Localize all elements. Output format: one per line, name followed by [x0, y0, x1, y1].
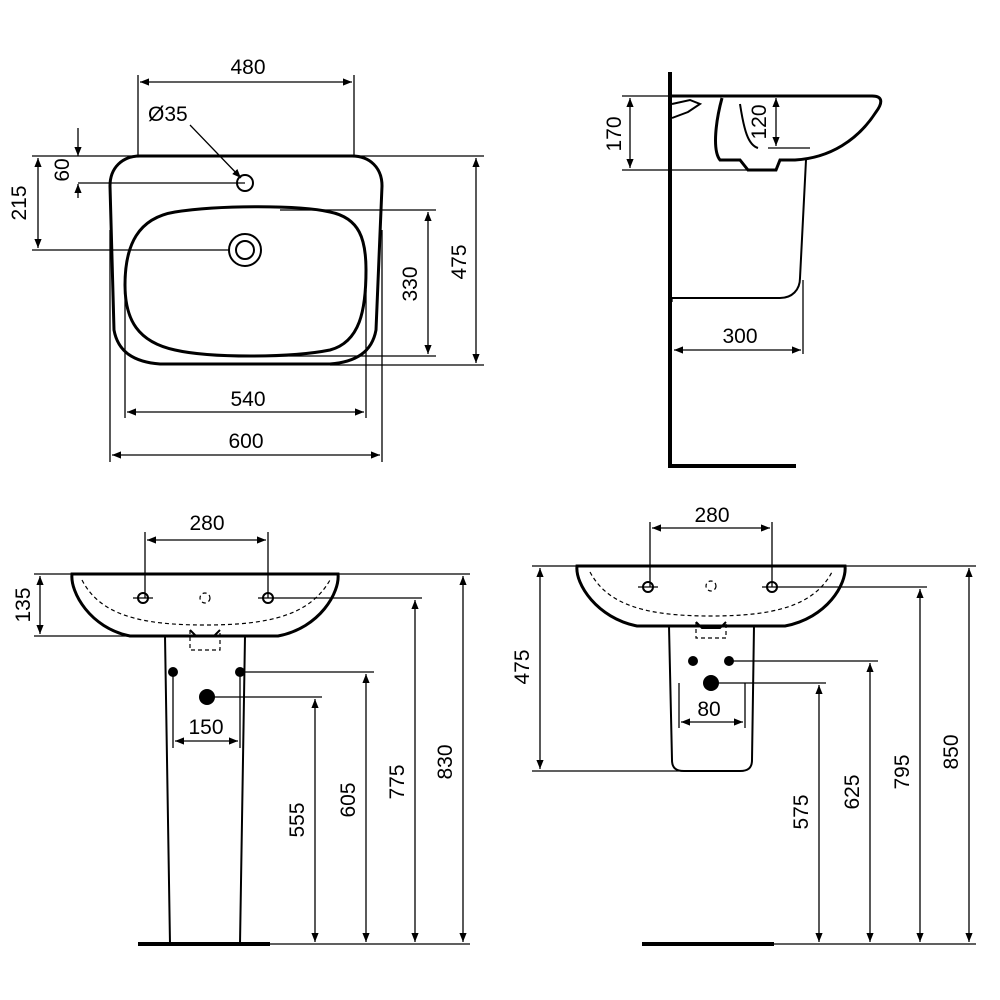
trap-box [189, 630, 221, 651]
basin-front-inner [81, 579, 331, 626]
dim-80-label: 80 [697, 698, 720, 721]
top-view: 480 Ø35 60 215 330 475 540 600 [8, 56, 484, 462]
basin-side-profile [672, 94, 883, 172]
dim-850-label: 850 [940, 734, 963, 769]
basin-outline [108, 154, 384, 366]
dim-120-label: 120 [748, 104, 771, 139]
dim-475-label: 475 [448, 244, 471, 279]
basin-side-back [671, 98, 703, 119]
bolt-hole-left-2 [638, 581, 658, 593]
dim-775-label: 775 [386, 764, 409, 799]
dim-dia35-label: Ø35 [148, 103, 188, 126]
dim-540-label: 540 [230, 388, 265, 411]
pedestal-side [672, 159, 807, 299]
basin-front [70, 572, 340, 638]
pedestal-column [164, 635, 246, 945]
dim-135-label: 135 [12, 587, 35, 622]
dim-830-label: 830 [434, 744, 457, 779]
dim-300-label: 300 [722, 325, 757, 348]
waste-outer [228, 233, 262, 267]
dim-475-label-b: 475 [511, 649, 534, 684]
front-view-semi-pedestal: 280 475 80 575 625 795 850 [511, 504, 976, 946]
tap-hole-front [199, 592, 211, 604]
bolt-hole-left [133, 592, 153, 604]
dim-215-label: 215 [8, 185, 31, 220]
dim-280-label-a: 280 [189, 512, 224, 535]
dim-330-label: 330 [399, 266, 422, 301]
dim-555-label: 555 [286, 802, 309, 837]
bowl-outline [123, 205, 368, 358]
dim-280-label-b: 280 [694, 504, 729, 527]
semi-pedestal-body [668, 625, 755, 772]
basin-front-2 [575, 564, 847, 628]
dim-625-label: 625 [841, 774, 864, 809]
dim-605-label: 605 [337, 782, 360, 817]
tap-hole-front-2 [705, 580, 717, 592]
dim-480-label: 480 [230, 56, 265, 79]
dim-150-label: 150 [188, 716, 223, 739]
dim-795-label: 795 [891, 754, 914, 789]
basin-side-inner [739, 103, 759, 149]
trap-box-2 [695, 622, 727, 639]
basin-front-inner-2 [589, 571, 833, 617]
front-view-pedestal: 280 135 150 555 605 775 830 [12, 512, 470, 946]
dim-60-label: 60 [51, 158, 74, 181]
dim-575-label: 575 [790, 794, 813, 829]
supply-left-2 [688, 656, 698, 666]
side-view: 170 120 300 [603, 72, 883, 468]
waste-inner [235, 240, 255, 260]
dim-600-label: 600 [228, 430, 263, 453]
dim-170-label: 170 [603, 116, 626, 151]
